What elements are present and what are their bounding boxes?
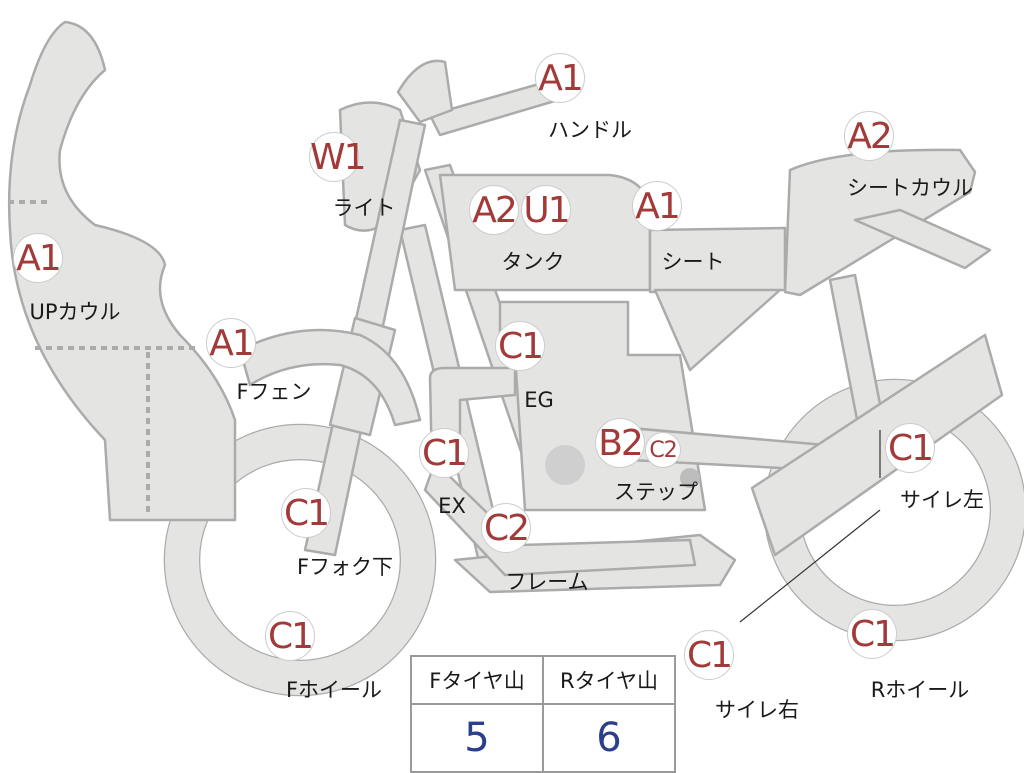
seat-cowl-grade: A2 (844, 111, 894, 161)
handle-label: ハンドル (548, 118, 632, 142)
up-cowl-grade: A1 (13, 233, 63, 283)
seat-grade: A1 (632, 181, 682, 231)
silencer-right-label: サイレ右 (715, 698, 799, 722)
engine-grade: C1 (495, 321, 545, 371)
rear-tire-header: Rタイヤ山 (542, 655, 676, 705)
f-fender-label: Fフェン (236, 380, 312, 404)
tank-grade-b: U1 (521, 185, 571, 235)
exhaust-grade: C1 (419, 428, 469, 478)
step-grade-b: C2 (645, 432, 681, 468)
rear-tire-value: 6 (542, 703, 676, 773)
frame-grade: C2 (481, 503, 531, 553)
step-label: ステップ (614, 480, 698, 504)
f-wheel-grade: C1 (265, 611, 315, 661)
up-cowl-label: UPカウル (29, 300, 121, 324)
upper-cowl-shape (7, 20, 237, 522)
silencer-left-grade: C1 (885, 423, 935, 473)
engine-label: EG (524, 388, 554, 412)
silencer-left-label: サイレ左 (900, 488, 984, 512)
light-label: ライト (332, 196, 396, 220)
exhaust-label: EX (438, 494, 466, 518)
f-wheel-label: Fホイール (285, 678, 383, 702)
frame-label: フレーム (505, 570, 589, 594)
front-tire-value: 5 (410, 703, 544, 773)
handle-grade: A1 (535, 53, 585, 103)
tire-tread-table: Fタイヤ山 Rタイヤ山 5 6 (410, 655, 676, 773)
f-fender-grade: A1 (206, 318, 256, 368)
r-wheel-label: Rホイール (870, 678, 970, 702)
tank-label: タンク (501, 250, 565, 274)
light-grade: W1 (309, 132, 367, 182)
tank-grade-a: A2 (469, 185, 519, 235)
step-grade-a: B2 (595, 418, 645, 468)
r-wheel-grade: C1 (847, 609, 897, 659)
f-fork-lower-label: Fフォク下 (296, 555, 394, 579)
f-fork-lower-grade: C1 (281, 488, 331, 538)
front-wheel-shape (165, 425, 435, 695)
seat-cowl-label: シートカウル (847, 176, 973, 200)
seat-label: シート (661, 250, 725, 274)
silencer-right-grade: C1 (684, 630, 734, 680)
front-tire-header: Fタイヤ山 (410, 655, 544, 705)
silencer-shape (750, 333, 1004, 557)
front-fender-shape (238, 328, 422, 427)
